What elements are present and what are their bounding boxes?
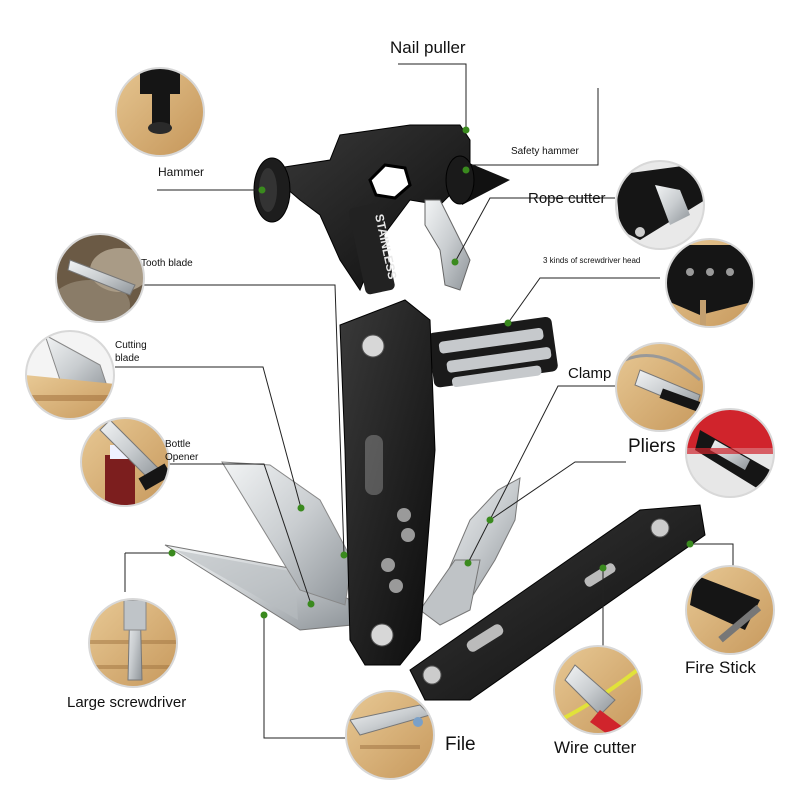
- large-screwdriver-detail-icon: [88, 598, 178, 688]
- label-safety-hammer: Safety hammer: [511, 146, 579, 157]
- wire-cutter-detail-icon: [553, 645, 643, 735]
- safety-hammer-detail-icon: [615, 160, 705, 250]
- label-pliers: Pliers: [628, 436, 676, 457]
- file-detail-icon: [345, 690, 435, 780]
- tooth-blade-detail-icon: [55, 233, 145, 323]
- label-wire-cutter: Wire cutter: [554, 738, 637, 757]
- label-tooth-blade: Tooth blade: [141, 258, 193, 269]
- lower-handle: [409, 504, 706, 701]
- label-cutting-blade-line2: blade: [115, 353, 140, 364]
- main-handle: [339, 299, 436, 666]
- clamp-detail-icon: [615, 342, 705, 432]
- multitool-body: STAINLESS: [164, 124, 706, 701]
- callout-lines: [115, 63, 734, 739]
- label-fire-stick: Fire Stick: [685, 658, 756, 677]
- label-bottle-opener-line1: Bottle: [165, 439, 191, 450]
- label-hammer: Hammer: [158, 165, 205, 179]
- label-rope-cutter: Rope cutter: [528, 190, 606, 207]
- pliers-detail-icon: [685, 408, 775, 498]
- fire-stick-detail-icon: [685, 565, 775, 655]
- bottle-opener-detail-icon: [80, 417, 170, 507]
- cutting-blade-detail-icon: [25, 330, 115, 420]
- hammer-detail-icon: [115, 67, 205, 157]
- label-large-screwdriver: Large screwdriver: [67, 694, 187, 711]
- label-bottle-opener-line2: Opener: [165, 452, 199, 463]
- label-cutting-blade-line1: Cutting: [115, 340, 147, 351]
- screwdriver-head-detail-icon: [665, 238, 755, 328]
- label-screwdriver-heads: 3 kinds of screwdriver head: [543, 256, 641, 265]
- label-file: File: [445, 734, 476, 755]
- label-nail-puller: Nail puller: [390, 38, 466, 57]
- bit-holder: [427, 316, 558, 388]
- label-clamp: Clamp: [568, 365, 612, 382]
